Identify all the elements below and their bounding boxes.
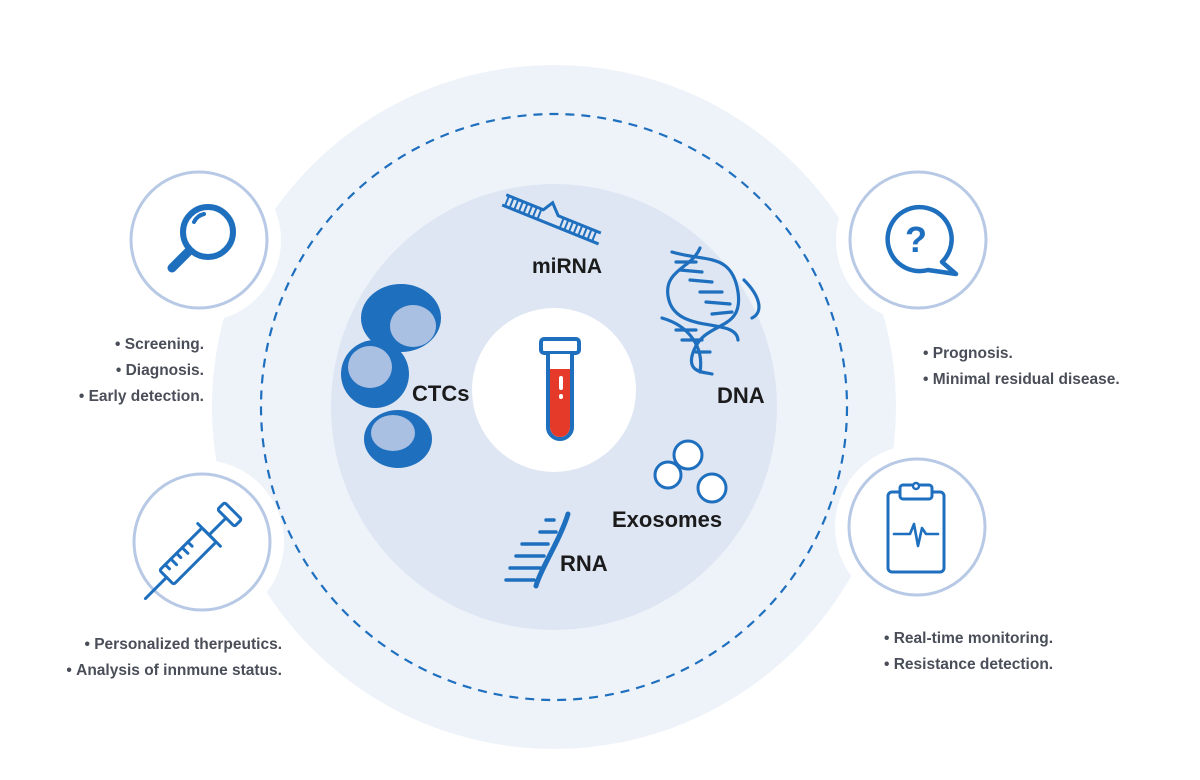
list-item: Prognosis. — [923, 341, 1120, 367]
syringe-icon — [143, 501, 243, 601]
exosomes-label: Exosomes — [612, 507, 723, 532]
bottom-left-applications: Personalized therpeutics. Analysis of in… — [66, 632, 282, 684]
icon-circle-bottom-right — [847, 457, 987, 597]
test-tube-icon — [539, 337, 581, 441]
list-item: Early detection. — [79, 384, 204, 410]
top-left-applications: Screening. Diagnosis. Early detection. — [79, 332, 204, 410]
cells-icon — [341, 284, 441, 468]
dna-helix-icon — [660, 246, 761, 376]
mirna-label: miRNA — [532, 255, 603, 278]
icon-circle-bottom-left — [132, 472, 272, 612]
rna-strand-icon — [504, 511, 571, 589]
list-item: Screening. — [79, 332, 204, 358]
bottom-right-applications: Real-time monitoring. Resistance detecti… — [884, 626, 1053, 678]
icon-circle-top-left — [129, 170, 269, 310]
vesicles-icon — [653, 439, 728, 504]
top-right-applications: Prognosis. Minimal residual disease. — [923, 341, 1120, 393]
dna-label: DNA — [717, 383, 765, 408]
list-item: Resistance detection. — [884, 652, 1053, 678]
clipboard-monitor-icon — [886, 481, 946, 574]
dashed-ring — [259, 112, 849, 702]
svg-text:?: ? — [905, 219, 927, 260]
list-item: Personalized therpeutics. — [66, 632, 282, 658]
list-item: Diagnosis. — [79, 358, 204, 384]
ctcs-label: CTCs — [412, 381, 470, 406]
question-bubble-icon: ? — [885, 204, 959, 277]
rna-label: RNA — [560, 551, 608, 576]
list-item: Minimal residual disease. — [923, 367, 1120, 393]
magnifier-icon — [167, 204, 236, 273]
list-item: Analysis of innmune status. — [66, 658, 282, 684]
mirna-strand-icon — [501, 193, 602, 246]
list-item: Real-time monitoring. — [884, 626, 1053, 652]
